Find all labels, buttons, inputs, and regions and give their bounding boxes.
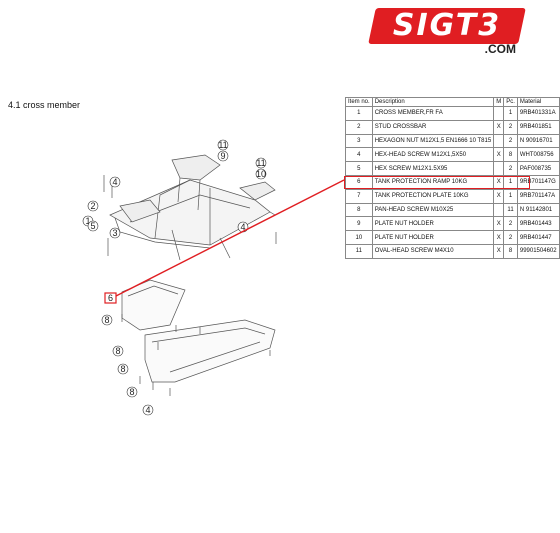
svg-text:5: 5 (90, 221, 95, 231)
callout-9: 9 (217, 150, 229, 162)
header-item-no: Item no. (345, 97, 373, 107)
brand-logo[interactable]: SIGT3 .COM (368, 8, 526, 56)
svg-text:4: 4 (240, 222, 245, 232)
svg-text:11: 11 (256, 158, 265, 168)
callout-2: 2 (87, 200, 99, 212)
cross-member-drawing (103, 154, 277, 396)
callout-8-b: 8 (112, 345, 124, 357)
table-header-row: Item no. Description M Pc. Material (345, 97, 560, 107)
svg-text:2: 2 (90, 201, 95, 211)
callout-3: 3 (109, 227, 121, 239)
callout-8-a: 8 (101, 314, 113, 326)
callout-8-d: 8 (126, 386, 138, 398)
svg-text:4: 4 (145, 405, 150, 415)
callout-4-right: 4 (237, 221, 249, 233)
callout-4-top: 4 (109, 176, 121, 188)
svg-text:8: 8 (129, 387, 134, 397)
logo-domain: .COM (484, 42, 516, 56)
svg-text:10: 10 (256, 169, 266, 179)
exploded-diagram: 11 9 11 10 4 2 1 3 4 6 8 8 8 8 4 (82, 139, 345, 416)
svg-text:11: 11 (218, 140, 227, 150)
header-description: Description (371, 97, 495, 107)
logo-text: SIGT3 (392, 8, 502, 43)
svg-text:8: 8 (104, 315, 109, 325)
svg-text:3: 3 (112, 228, 117, 238)
svg-text:6: 6 (108, 293, 113, 303)
svg-text:8: 8 (115, 346, 120, 356)
header-m: M (493, 97, 505, 107)
callout-8-c: 8 (117, 363, 129, 375)
section-title: 4.1 cross member (8, 100, 81, 110)
callout-6: 6 (104, 292, 117, 304)
svg-text:4: 4 (112, 177, 117, 187)
callout-5-bubble: 5 (87, 220, 99, 232)
header-material: Material (516, 97, 560, 107)
header-pc: Pc. (503, 97, 518, 107)
svg-text:9: 9 (220, 151, 225, 161)
svg-text:8: 8 (120, 364, 125, 374)
callout-11-top: 11 (217, 139, 229, 151)
callout-4-bottom: 4 (142, 404, 154, 416)
svg-text:1: 1 (85, 216, 90, 226)
highlight-leader-line (115, 179, 345, 297)
callout-10: 10 (255, 168, 267, 180)
callout-11-right: 11 (255, 157, 267, 169)
